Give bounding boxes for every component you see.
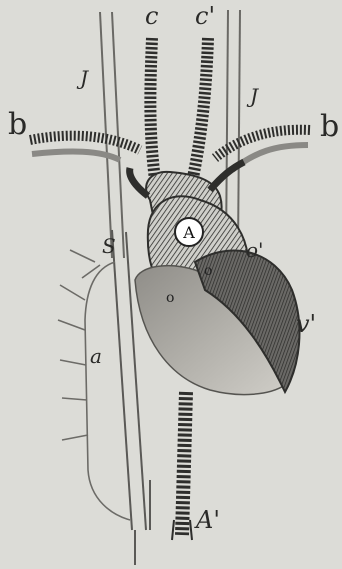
vein-a bbox=[58, 250, 130, 520]
descending-aorta bbox=[182, 392, 186, 535]
vessel-b-right bbox=[215, 130, 310, 170]
label-o-inner-2: o bbox=[166, 291, 174, 305]
vessel-b-left bbox=[30, 136, 140, 160]
label-o-prime: o' bbox=[246, 240, 264, 260]
jugular-vein-right bbox=[226, 10, 240, 250]
label-a-prime: A' bbox=[196, 508, 220, 532]
label-v-prime: v' bbox=[296, 312, 316, 336]
label-b-prime: b' bbox=[320, 112, 342, 142]
label-s: S bbox=[102, 236, 116, 256]
arch-branch-left bbox=[130, 168, 148, 196]
label-b: b bbox=[8, 110, 27, 140]
label-a: a bbox=[90, 346, 102, 366]
label-c: c bbox=[145, 4, 158, 28]
label-c-prime: c' bbox=[195, 4, 215, 28]
label-o-inner-1: o bbox=[204, 264, 212, 278]
label-j-left: J bbox=[80, 68, 88, 88]
label-a-circle: A bbox=[174, 217, 204, 247]
label-j-right: J bbox=[250, 86, 258, 106]
